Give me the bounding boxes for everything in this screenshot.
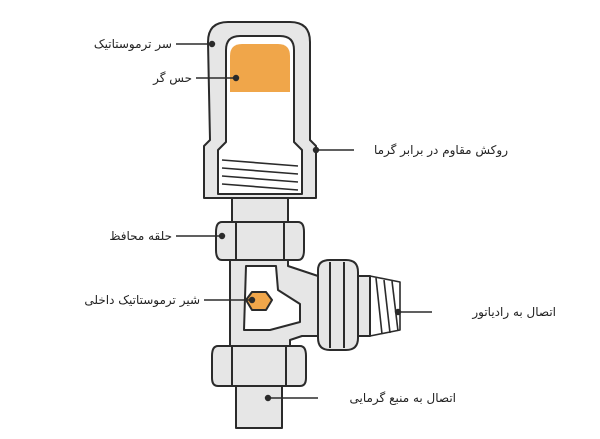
side-outlet <box>317 259 359 351</box>
protective-ring <box>215 221 305 261</box>
valve-body-inner <box>243 265 301 331</box>
label-protective-ring: حلقه محافظ <box>109 229 172 243</box>
label-sensor: حس گر <box>153 71 192 85</box>
label-thermostat-head: سر ترموستاتیک <box>93 37 172 51</box>
label-heat-source-connection: اتصال به منبع گرمایی <box>349 391 457 405</box>
radiator-threads <box>369 275 401 337</box>
label-radiator-connection: اتصال به رادیاتور <box>472 305 556 319</box>
head-threads <box>221 159 299 191</box>
sensor <box>230 44 290 92</box>
lower-nut <box>211 345 307 387</box>
bottom-pipe <box>235 385 283 429</box>
label-internal-valve: شیر ترموستاتیک داخلی <box>84 293 200 307</box>
valve-neck <box>231 197 289 223</box>
radiator-thread-base <box>357 275 371 337</box>
label-heat-resistant-cap: روکش مقاوم در برابر گرما <box>373 143 508 157</box>
